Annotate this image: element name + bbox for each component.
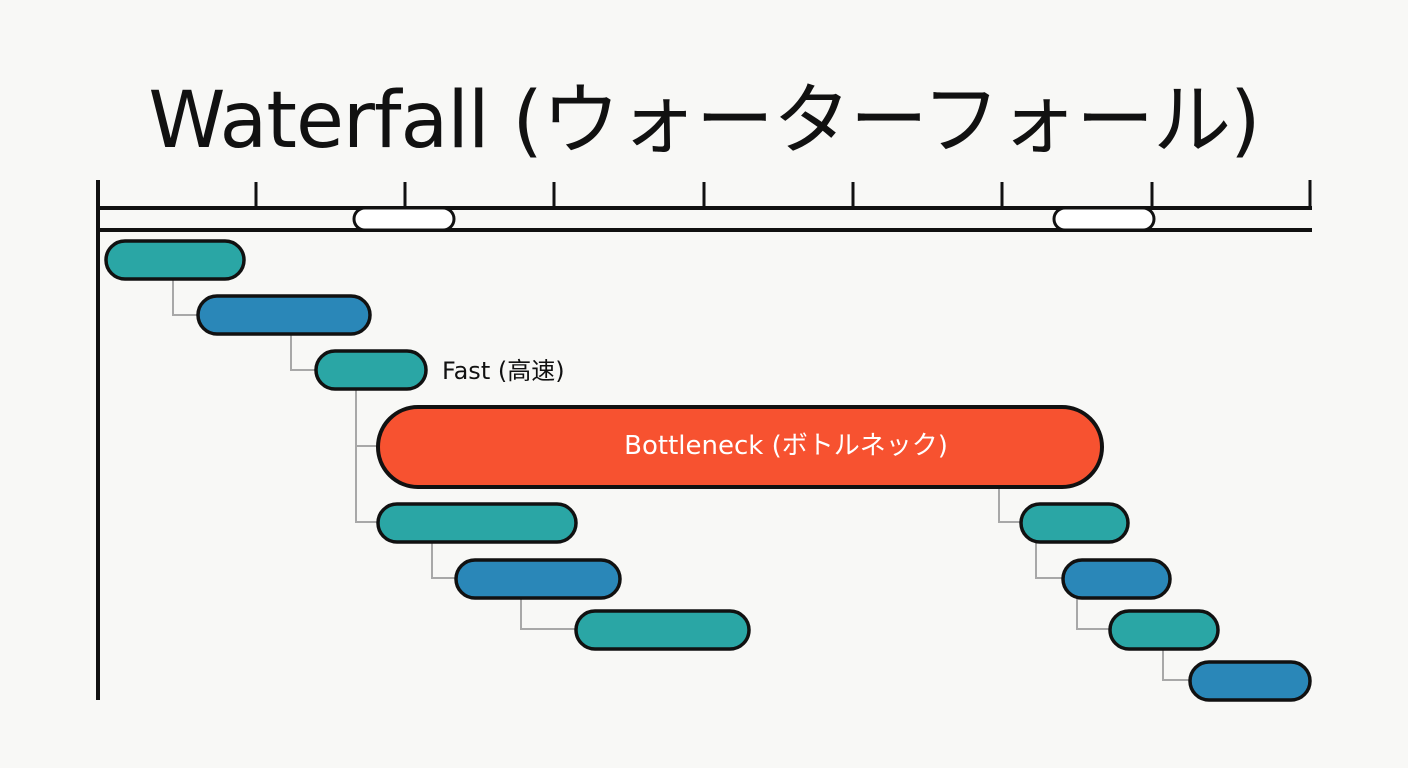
dependency-connector <box>290 334 316 371</box>
dependency-connector <box>172 279 198 316</box>
task-bar <box>196 294 372 336</box>
bottleneck-label: Bottleneck (ボトルネック) <box>624 431 948 461</box>
timeline-marker <box>1052 206 1156 232</box>
dependency-connector <box>1076 598 1110 630</box>
task-bar <box>1188 660 1312 702</box>
task-bar <box>574 609 751 651</box>
dependency-connector <box>355 446 378 523</box>
connectors <box>172 279 1190 681</box>
task-bar <box>1108 609 1220 651</box>
diagram-title: Waterfall (ウォーターフォール) <box>148 76 1260 166</box>
dependency-connector <box>355 389 378 447</box>
fast-label: Fast (高速) <box>442 357 565 385</box>
task-bar <box>1019 502 1130 544</box>
timeline-ticks <box>96 180 1312 208</box>
dependency-connector <box>1035 542 1063 579</box>
dependency-connector <box>1162 649 1190 681</box>
timeline-marker <box>352 206 456 232</box>
task-bar <box>1061 558 1172 600</box>
dependency-connector <box>520 598 576 630</box>
task-bar <box>314 349 428 391</box>
task-bar <box>454 558 622 600</box>
dependency-connector <box>998 487 1021 523</box>
bottleneck-bar <box>376 405 1104 489</box>
task-bar <box>104 239 246 281</box>
task-bars <box>104 239 1312 702</box>
task-bar <box>376 502 578 544</box>
dependency-connector <box>431 542 456 579</box>
